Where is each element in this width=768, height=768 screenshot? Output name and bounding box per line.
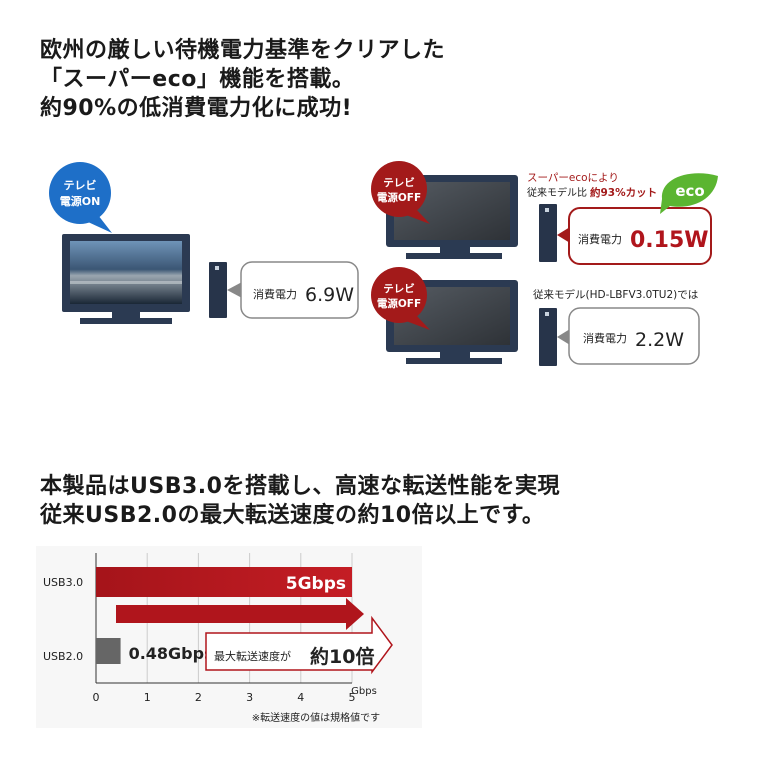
tv-on-bubble: テレビ 電源ON [49,162,112,233]
eco-caption-line1: スーパーecoにより [527,172,619,184]
x-tick-label: 3 [246,691,253,704]
old-model-caption: 従来モデル(HD-LBFV3.0TU2)では [533,288,698,301]
hdd-device-eco [539,204,557,262]
tv-on-bubble-line2: 電源ON [60,194,101,208]
speed-arrow [116,598,364,630]
x-tick-label: 5 [349,691,356,704]
power-heading-line3: 約90%の低消費電力化に成功! [40,96,353,121]
tv-on-illustration: テレビ 電源ON 消費電力 6.9W [49,162,359,324]
chart-unit-label: Gbps [351,686,377,697]
power-box-on: 消費電力 6.9W [227,261,359,319]
x-tick-label: 0 [93,691,100,704]
value-label: 5Gbps [286,574,346,594]
x-tick-label: 2 [195,691,202,704]
value-label: 0.48Gbps [129,644,214,663]
power-on-value: 6.9W [305,284,354,306]
tv-on-bubble-line1: テレビ [64,178,97,192]
x-tick-label: 4 [297,691,304,704]
tv-off-eco-illustration: テレビ 電源OFF スーパーecoにより 従来モデル比 約93%カット 消費電力… [371,161,718,265]
chart-tick-labels: 0 1 2 3 4 5 [93,691,356,704]
hdd-device-on [209,262,227,318]
tv-off-bubble-1: テレビ 電源OFF [371,161,430,224]
eco-caption-prefix: 従来モデル比 [527,186,587,199]
tv-off-bubble-2-line2: 電源OFF [377,297,421,310]
category-label: USB3.0 [43,576,83,589]
power-eco-label: 消費電力 [578,232,622,246]
bar [96,638,121,664]
tv-off-bubble-2-line1: テレビ [383,282,415,295]
power-heading-line1: 欧州の厳しい待機電力基準をクリアした [40,38,446,63]
tv-off-bubble-1-line2: 電源OFF [377,191,421,204]
tv-off-old-illustration: テレビ 電源OFF 従来モデル(HD-LBFV3.0TU2)では 消費電力 2.… [371,267,700,366]
speed-heading: 本製品はUSB3.0を搭載し、高速な転送性能を実現 従来USB2.0の最大転送速… [40,472,560,530]
power-heading-line2: 「スーパーeco」機能を搭載。 [40,67,355,92]
eco-badge-text: eco [675,182,704,200]
power-box-eco: 消費電力 0.15W [557,207,712,265]
power-eco-value: 0.15W [630,228,709,253]
speed-heading-line1: 本製品はUSB3.0を搭載し、高速な転送性能を実現 [40,474,560,499]
category-label: USB2.0 [43,650,83,663]
callout-prefix: 最大転送速度が [214,649,291,663]
speed-heading-line2: 従来USB2.0の最大転送速度の約10倍以上です。 [40,503,545,528]
callout-value: 約10倍 [310,645,374,668]
power-old-label: 消費電力 [583,331,627,345]
chart-bars: 5Gbps 0.48Gbps [96,567,352,664]
tv-off-bubble-1-line1: テレビ [383,176,415,189]
tv-on-monitor [62,234,190,324]
bar [96,567,352,597]
power-box-old: 消費電力 2.2W [557,307,700,365]
hdd-device-old [539,308,557,366]
x-tick-label: 1 [144,691,151,704]
chart-footnote: ※転送速度の値は規格値です [252,711,380,724]
tv-off-bubble-2: テレビ 電源OFF [371,267,430,330]
power-heading: 欧州の厳しい待機電力基準をクリアした 「スーパーeco」機能を搭載。 約90%の… [40,36,445,123]
power-old-value: 2.2W [635,329,684,351]
callout-box: 最大転送速度が 約10倍 [205,615,393,675]
eco-badge: eco [660,173,718,214]
eco-caption-value: 約93%カット [590,186,657,199]
power-on-label: 消費電力 [253,287,297,301]
